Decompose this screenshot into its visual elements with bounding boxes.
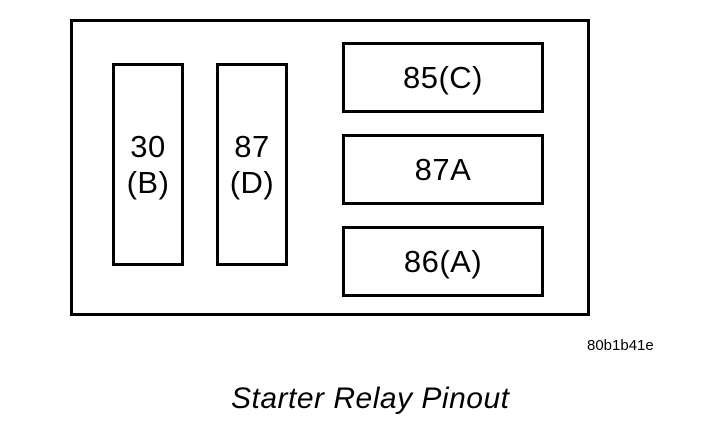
pin-terminal-30-b: 30 (B) xyxy=(112,63,184,266)
figure-code: 80b1b41e xyxy=(587,337,654,354)
pin-terminal-87a: 87A xyxy=(342,134,544,205)
pin-terminal-86-a: 86(A) xyxy=(342,226,544,297)
diagram-caption: Starter Relay Pinout xyxy=(231,382,510,415)
pin-terminal-85-c: 85(C) xyxy=(342,42,544,113)
pin-terminal-87-d: 87 (D) xyxy=(216,63,288,266)
